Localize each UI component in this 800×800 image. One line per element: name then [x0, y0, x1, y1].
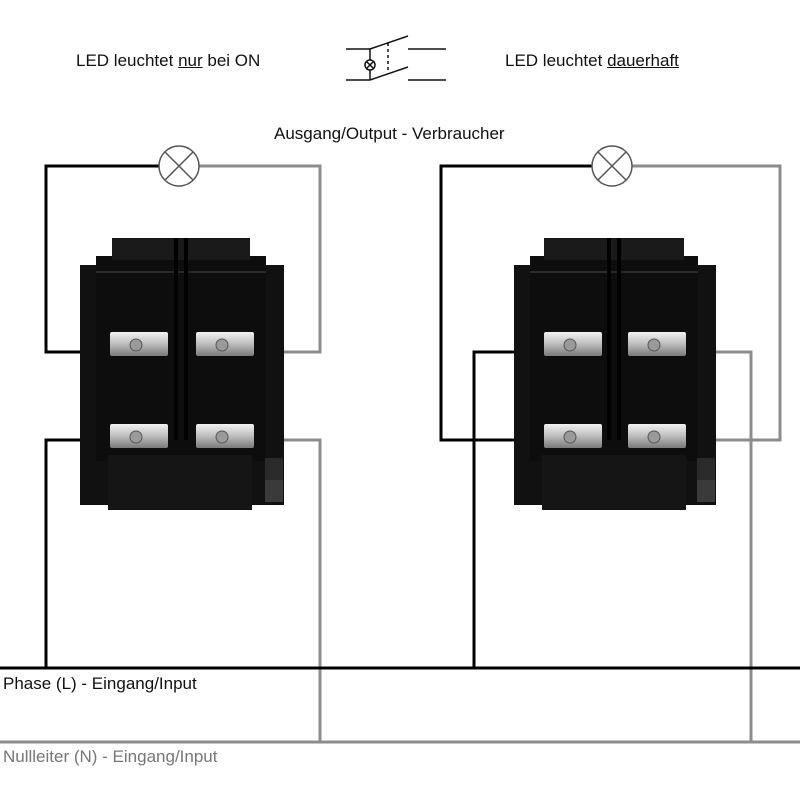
phase-output-wire-right — [439, 164, 592, 442]
terminal — [196, 332, 254, 356]
switch-symbol-icon — [346, 35, 446, 81]
phase-label: Phase (L) - Eingang/Input — [3, 674, 197, 693]
caption-right: LED leuchtet dauerhaft — [505, 51, 679, 71]
terminal — [544, 332, 602, 356]
lamp-icon — [158, 145, 200, 187]
switch-right — [439, 145, 782, 742]
lamp-return-wire-right — [632, 164, 782, 442]
terminal — [628, 424, 686, 448]
terminal — [628, 332, 686, 356]
caption-right-emphasis: dauerhaft — [607, 51, 679, 70]
output-label: Ausgang/Output - Verbraucher — [274, 124, 505, 143]
terminal — [110, 332, 168, 356]
caption-left-prefix: LED leuchtet — [76, 51, 179, 70]
neutral-label: Nullleiter (N) - Eingang/Input — [3, 747, 218, 766]
caption-left-suffix: bei ON — [202, 51, 261, 70]
lamp-icon — [591, 145, 633, 187]
terminal — [544, 424, 602, 448]
caption-left-emphasis: nur — [178, 51, 203, 70]
caption-left: LED leuchtet nur bei ON — [76, 51, 260, 71]
caption-right-prefix: LED leuchtet — [505, 51, 608, 70]
switch-left — [44, 145, 322, 742]
terminal — [110, 424, 168, 448]
lamp-return-wire-left — [198, 164, 322, 354]
terminal — [196, 424, 254, 448]
phase-output-wire-left — [44, 164, 160, 354]
